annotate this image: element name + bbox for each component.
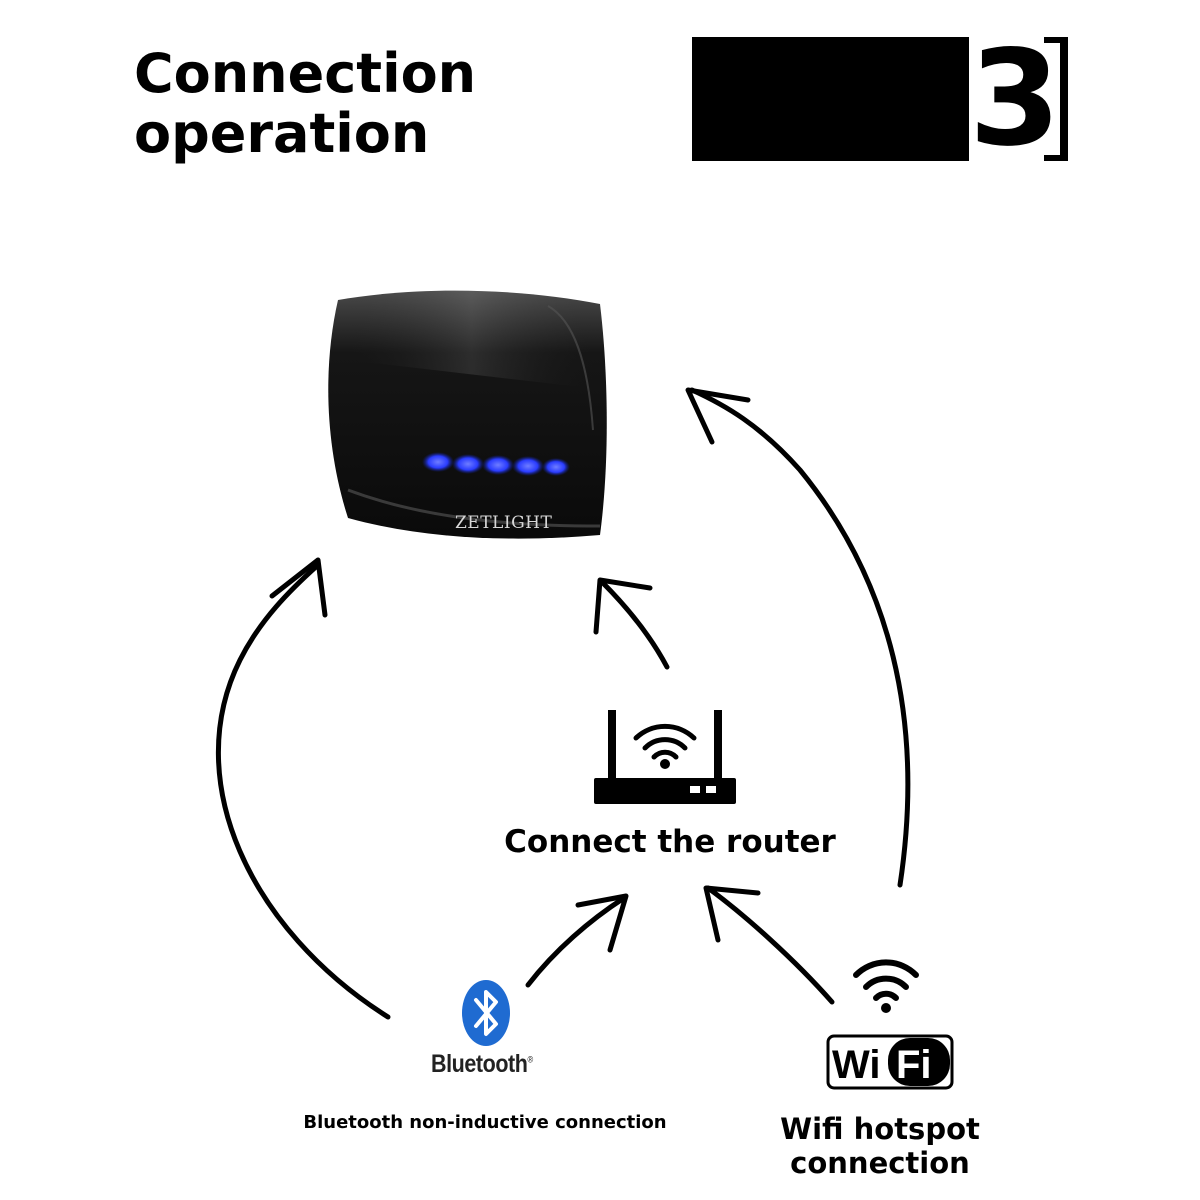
bluetooth-caption: Bluetooth non-inductive connection [303, 1112, 667, 1133]
wifi-caption: Wifi hotspot connection [780, 1112, 980, 1180]
bluetooth-icon [462, 980, 510, 1046]
device-brand-label: ZETLIGHT [455, 513, 553, 533]
bluetooth-word: Bluetooth [431, 1050, 528, 1078]
arrowhead-bluetooth-to-router [575, 893, 629, 953]
arrow-bluetooth-to-device [216, 562, 391, 1020]
controller-device [328, 290, 607, 539]
trademark-symbol: ® [527, 1054, 533, 1065]
wifi-logo-icon: Wi Fi [826, 1034, 954, 1090]
router-icon [594, 710, 736, 804]
arrowhead-router-to-device [593, 577, 653, 635]
step-badge-bar [692, 37, 969, 161]
router-label: Connect the router [504, 824, 836, 860]
arrow-router-to-device [599, 579, 670, 670]
wifi-signal-icon [853, 959, 919, 1013]
wifi-logo-left: Wi [832, 1043, 881, 1087]
led-indicators [422, 452, 570, 476]
arrowhead-wifi-to-router [703, 885, 761, 943]
arrow-wifi-to-device [689, 387, 911, 888]
wifi-logo-right: Fi [896, 1043, 932, 1087]
title-line-1: Connection [134, 42, 477, 105]
page-title: Connection operation [134, 44, 476, 164]
step-badge: 3 [692, 33, 1067, 165]
title-line-2: operation [134, 102, 430, 165]
arrowhead-bluetooth-to-device [269, 557, 328, 618]
arrowhead-wifi-to-device [685, 387, 751, 445]
step-bracket-icon [1044, 37, 1068, 161]
arrow-bluetooth-to-router [525, 895, 627, 988]
arrow-wifi-to-router [705, 885, 835, 1005]
bluetooth-wordmark: Bluetooth® [426, 1050, 538, 1079]
